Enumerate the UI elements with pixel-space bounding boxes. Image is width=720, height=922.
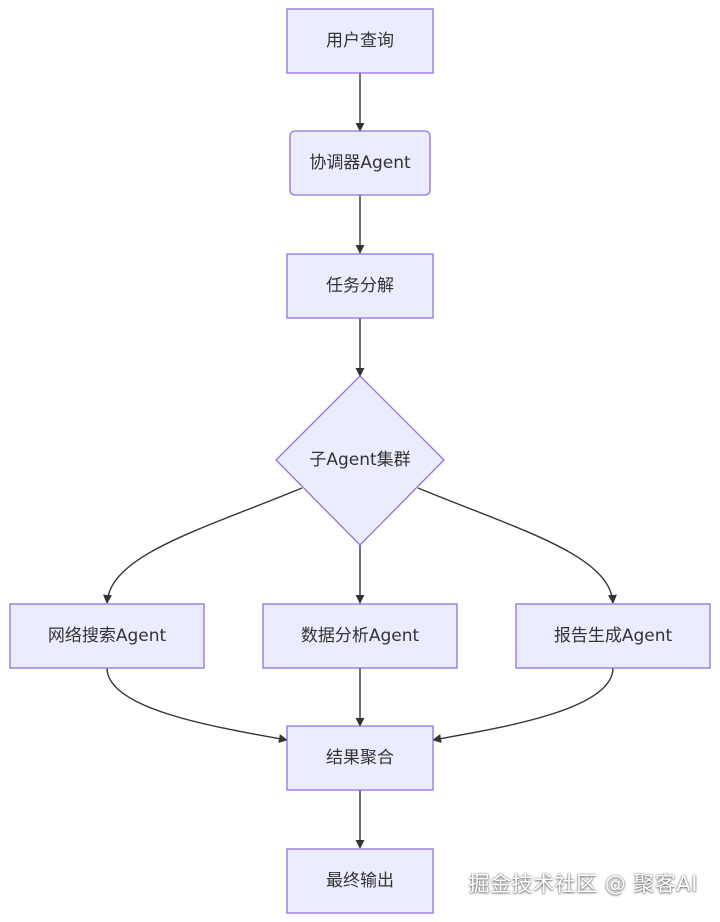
node-coordinator-label: 协调器Agent xyxy=(309,153,411,173)
node-final-output: 最终输出 xyxy=(286,848,434,914)
node-aggregate-label: 结果聚合 xyxy=(326,748,394,768)
edge-report-gen-to-aggregate xyxy=(432,667,614,744)
node-web-search: 网络搜索Agent xyxy=(9,603,205,669)
node-data-analysis: 数据分析Agent xyxy=(262,603,458,669)
node-coordinator: 协调器Agent xyxy=(289,130,431,196)
node-report-gen: 报告生成Agent xyxy=(515,603,711,669)
node-task-decompose-label: 任务分解 xyxy=(326,276,394,296)
edge-cluster-to-web-search xyxy=(103,487,303,604)
node-final-output-label: 最终输出 xyxy=(326,871,394,891)
edge-web-search-to-aggregate xyxy=(106,667,288,744)
edges xyxy=(103,73,617,849)
watermark: 掘金技术社区 @ 聚客AI xyxy=(468,872,698,896)
node-user-query-label: 用户查询 xyxy=(326,31,394,51)
node-report-gen-label: 报告生成Agent xyxy=(554,626,673,646)
node-task-decompose: 任务分解 xyxy=(286,253,434,319)
node-sub-agent-cluster: 子Agent集群 xyxy=(275,375,445,546)
node-user-query: 用户查询 xyxy=(286,8,434,74)
node-web-search-label: 网络搜索Agent xyxy=(48,626,167,646)
node-sub-agent-cluster-label: 子Agent集群 xyxy=(309,450,410,470)
node-data-analysis-label: 数据分析Agent xyxy=(301,626,420,646)
node-aggregate: 结果聚合 xyxy=(286,725,434,791)
edge-cluster-to-report-gen xyxy=(417,487,617,604)
